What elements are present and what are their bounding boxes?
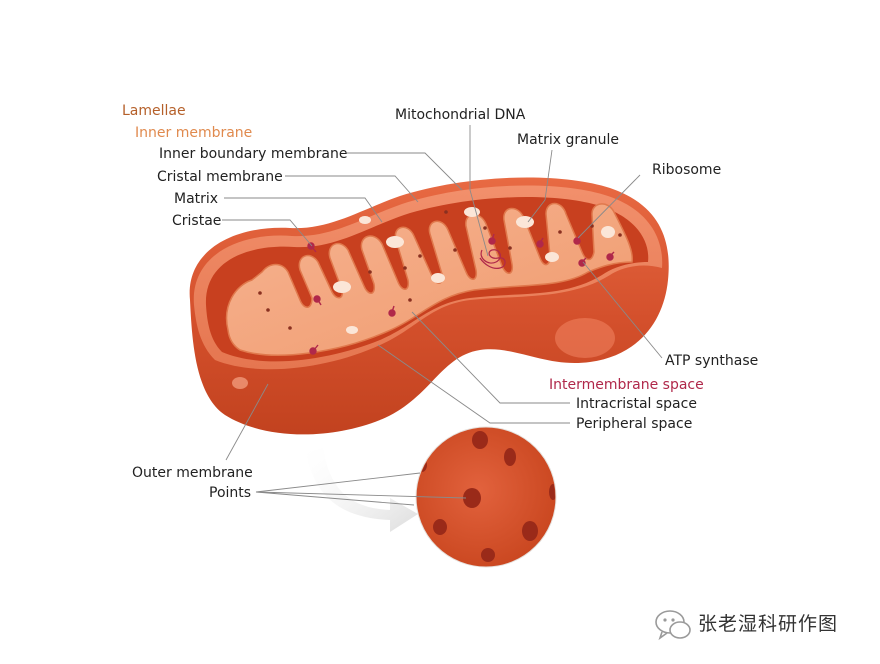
label-atp-synthase: ATP synthase [665, 353, 758, 369]
outer-highlight [555, 318, 615, 358]
label-ribosome: Ribosome [652, 162, 721, 178]
ribosome-dots [258, 210, 622, 330]
matrix-shape [225, 202, 633, 356]
label-inner-membrane: Inner membrane [135, 125, 252, 141]
label-cristae: Cristae [172, 213, 221, 229]
label-points: Points [209, 485, 251, 501]
watermark-text: 张老湿科研作图 [698, 613, 838, 635]
label-outer-membrane: Outer membrane [132, 465, 253, 481]
outer-highlight-small [232, 377, 248, 389]
mitochondrion [189, 177, 669, 435]
mitochondrial-dna-strand [479, 249, 506, 269]
wechat-icon [655, 610, 691, 641]
label-intracristal-space: Intracristal space [576, 396, 697, 412]
zoom-circle [415, 426, 557, 568]
label-matrix-granule: Matrix granule [517, 132, 619, 148]
label-cristal-membrane: Cristal membrane [157, 169, 283, 185]
zoom-arrow [306, 448, 418, 532]
label-inner-boundary-membrane: Inner boundary membrane [159, 146, 347, 162]
label-mitochondrial-dna: Mitochondrial DNA [395, 107, 526, 123]
label-peripheral-space: Peripheral space [576, 416, 692, 432]
leader-lines [222, 125, 663, 506]
membrane-points [417, 431, 555, 562]
label-lamellae: Lamellae [122, 103, 186, 119]
matrix-granules [333, 207, 615, 334]
label-matrix: Matrix [174, 191, 218, 207]
label-intermembrane-space: Intermembrane space [549, 377, 704, 393]
watermark: 张老湿科研作图 [655, 610, 838, 641]
